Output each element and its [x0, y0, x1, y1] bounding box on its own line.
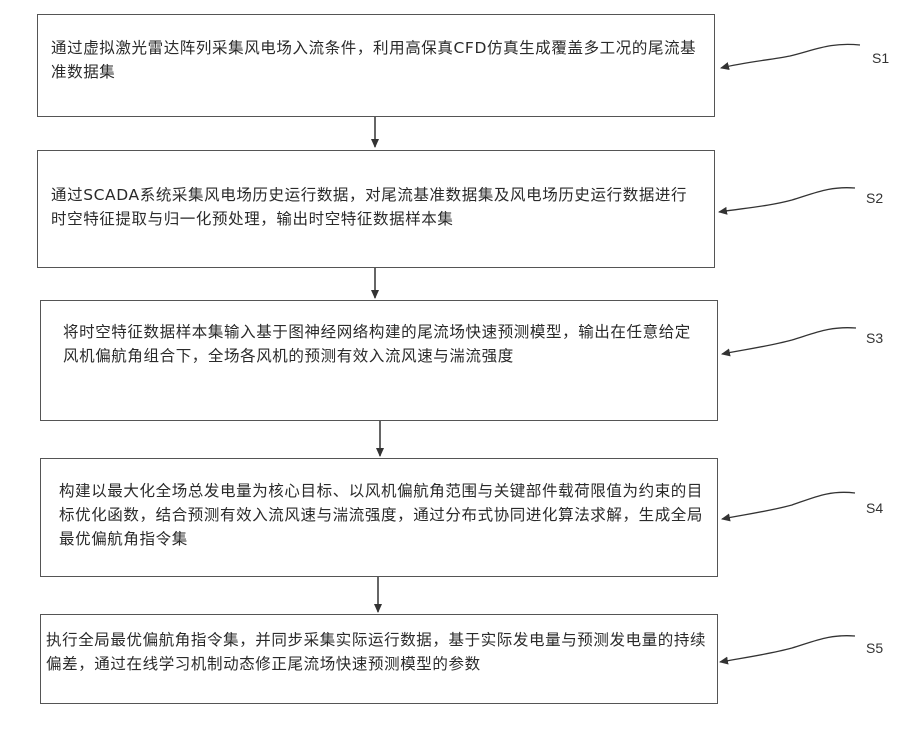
step-label-s2: S2: [866, 190, 883, 206]
step-box-s2: 通过SCADA系统采集风电场历史运行数据，对尾流基准数据集及风电场历史运行数据进…: [37, 150, 715, 268]
leader-line-s2: [719, 188, 855, 212]
step-box-s1: 通过虚拟激光雷达阵列采集风电场入流条件，利用高保真CFD仿真生成覆盖多工况的尾流…: [37, 14, 715, 117]
leader-line-s5: [720, 636, 855, 662]
step-box-s3: 将时空特征数据样本集输入基于图神经网络构建的尾流场快速预测模型，输出在任意给定风…: [40, 300, 718, 421]
leader-line-s1: [721, 44, 860, 68]
step-label-s1: S1: [872, 50, 889, 66]
step-text-s1: 通过虚拟激光雷达阵列采集风电场入流条件，利用高保真CFD仿真生成覆盖多工况的尾流…: [51, 36, 701, 84]
step-box-s4: 构建以最大化全场总发电量为核心目标、以风机偏航角范围与关键部件载荷限值为约束的目…: [40, 458, 718, 577]
leader-line-s3: [722, 328, 856, 354]
step-text-s4: 构建以最大化全场总发电量为核心目标、以风机偏航角范围与关键部件载荷限值为约束的目…: [59, 479, 707, 551]
step-label-s4: S4: [866, 500, 883, 516]
leader-line-s4: [722, 492, 855, 519]
step-text-s2: 通过SCADA系统采集风电场历史运行数据，对尾流基准数据集及风电场历史运行数据进…: [51, 183, 701, 231]
step-text-s5: 执行全局最优偏航角指令集，并同步采集实际运行数据，基于实际发电量与预测发电量的持…: [46, 628, 714, 676]
step-text-s3: 将时空特征数据样本集输入基于图神经网络构建的尾流场快速预测模型，输出在任意给定风…: [63, 320, 703, 368]
step-box-s5: 执行全局最优偏航角指令集，并同步采集实际运行数据，基于实际发电量与预测发电量的持…: [40, 614, 718, 704]
step-label-s3: S3: [866, 330, 883, 346]
step-label-s5: S5: [866, 640, 883, 656]
